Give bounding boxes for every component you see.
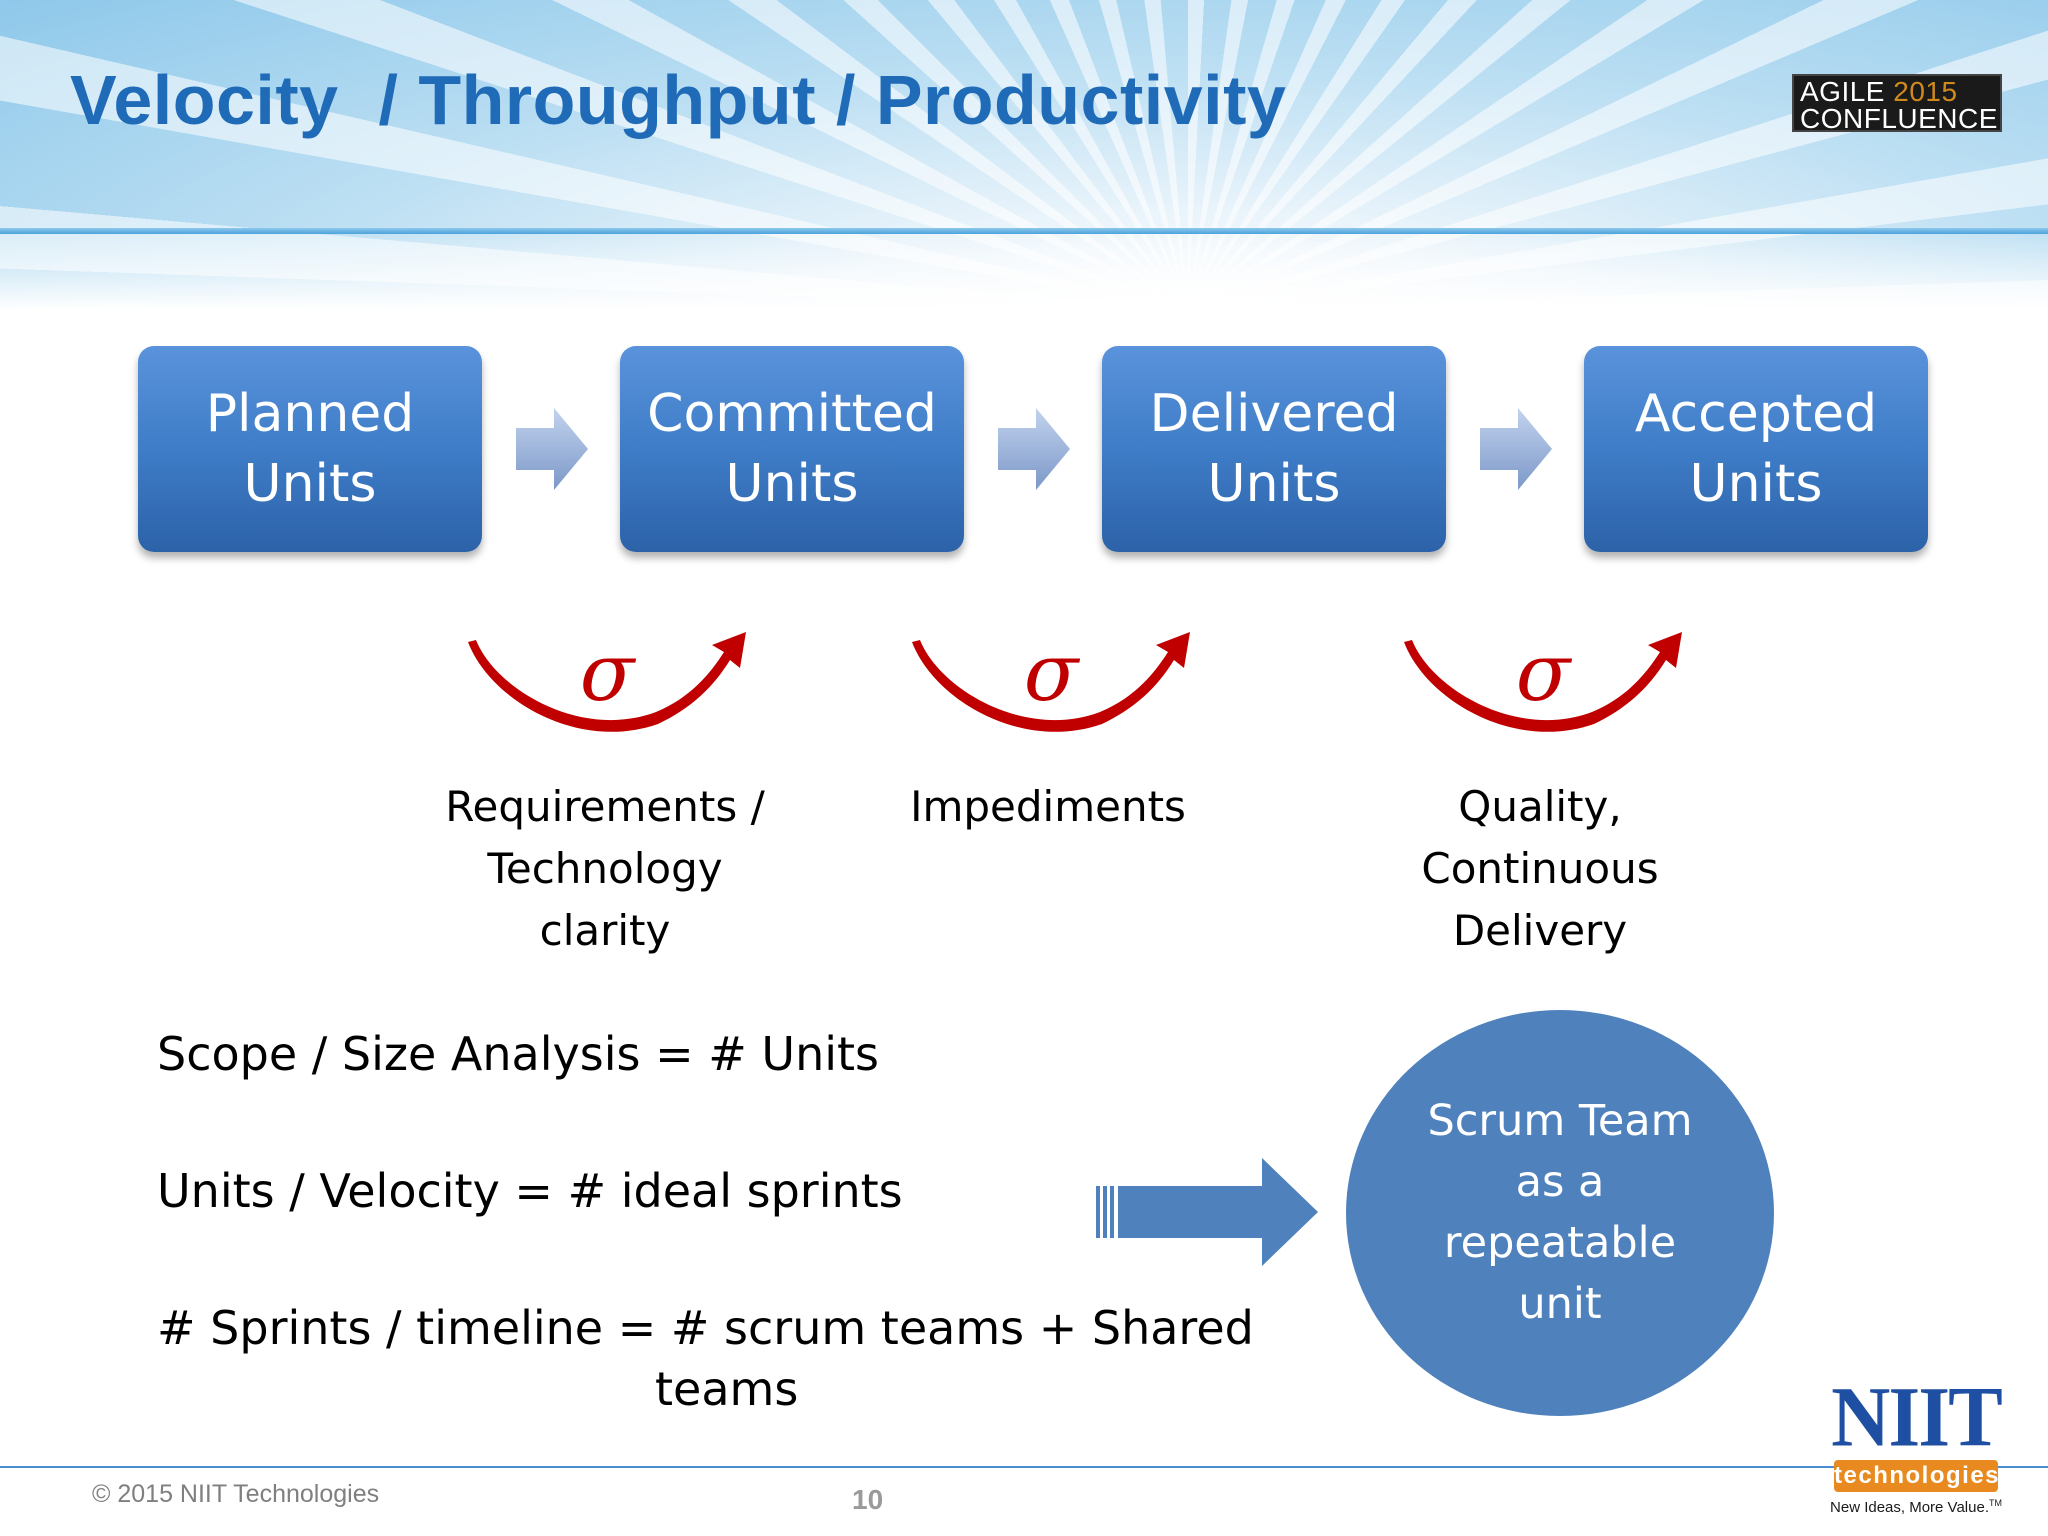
variation-requirements: σ — [462, 626, 752, 750]
block-arrow-icon — [1096, 1158, 1318, 1266]
sigma-symbol: σ — [1023, 626, 1079, 719]
right-arrow-icon — [516, 408, 588, 490]
copyright-text: © 2015 NIIT Technologies — [92, 1480, 380, 1508]
footer-divider — [0, 1466, 2048, 1468]
curved-arrow-icon — [468, 632, 746, 732]
stage-delivered-units: Delivered Units — [1102, 346, 1446, 552]
header-divider — [0, 228, 2048, 234]
variation-impediments: σ — [906, 626, 1196, 750]
formula-sprints-continuation: teams — [655, 1362, 799, 1416]
stage-committed-units: Committed Units — [620, 346, 964, 552]
curved-arrow-icon — [1404, 632, 1682, 732]
slide-title: Velocity / Throughput / Productivity — [70, 61, 1287, 139]
header-banner — [0, 0, 2048, 310]
right-arrow-icon — [998, 408, 1070, 490]
niit-logo-sub: technologies — [1834, 1460, 1999, 1492]
formula-sprints: # Sprints / timeline = # scrum teams + S… — [157, 1301, 1254, 1355]
factor-impediments-label: Impediments — [910, 782, 1186, 831]
factor-quality-label: Quality, Continuous Delivery — [1421, 782, 1659, 955]
page-number: 10 — [852, 1484, 884, 1515]
sigma-symbol: σ — [1515, 626, 1571, 719]
logo-year: 2015 — [1893, 76, 1958, 107]
stage-planned-units: Planned Units — [138, 346, 482, 552]
niit-tagline-text: New Ideas, More Value. — [1830, 1499, 1989, 1516]
logo-line2: CONFLUENCE — [1800, 103, 1998, 134]
niit-technologies-logo: NIIT technologies New Ideas, More Value.… — [1826, 1368, 2006, 1516]
formula-velocity: Units / Velocity = # ideal sprints — [157, 1164, 903, 1218]
trademark-mark: TM — [1988, 1498, 2002, 1508]
stage-accepted-units: Accepted Units — [1584, 346, 1928, 552]
curved-arrow-icon — [912, 632, 1190, 732]
sigma-symbol: σ — [579, 626, 635, 719]
variation-quality: σ — [1398, 626, 1688, 750]
formula-scope: Scope / Size Analysis = # Units — [157, 1027, 880, 1081]
niit-tagline: New Ideas, More Value.TM — [1826, 1498, 2006, 1516]
scrum-team-circle: Scrum Team as a repeatable unit — [1346, 1010, 1774, 1416]
right-arrow-icon — [1480, 408, 1552, 490]
logo-word: AGILE — [1800, 76, 1885, 107]
niit-logo-mark: NIIT — [1831, 1368, 2003, 1465]
factor-requirements-label: Requirements / Technology clarity — [445, 782, 765, 955]
agile-confluence-logo: AGILE 2015 CONFLUENCE — [1792, 74, 2002, 134]
